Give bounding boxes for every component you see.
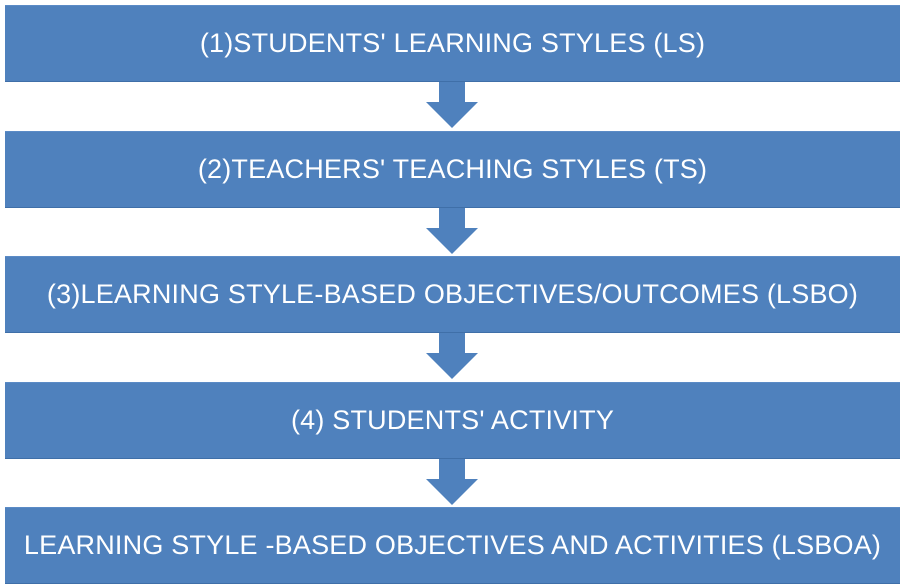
step-1-box: (1)STUDENTS' LEARNING STYLES (LS) (5, 5, 900, 82)
step-2-label: (2)TEACHERS' TEACHING STYLES (TS) (197, 154, 708, 184)
step-2-box: (2)TEACHERS' TEACHING STYLES (TS) (5, 131, 900, 208)
result-label: LEARNING STYLE -BASED OBJECTIVES AND ACT… (23, 530, 882, 560)
down-arrow-icon (426, 333, 478, 379)
down-arrow-icon (426, 208, 478, 254)
down-arrow-icon (426, 459, 478, 505)
down-arrow-icon (426, 82, 478, 128)
step-1-label: (1)STUDENTS' LEARNING STYLES (LS) (199, 28, 706, 58)
step-4-box: (4) STUDENTS' ACTIVITY (5, 382, 900, 459)
result-box: LEARNING STYLE -BASED OBJECTIVES AND ACT… (5, 507, 900, 584)
step-3-box: (3)LEARNING STYLE-BASED OBJECTIVES/OUTCO… (5, 256, 900, 333)
step-4-label: (4) STUDENTS' ACTIVITY (290, 405, 615, 435)
step-3-label: (3)LEARNING STYLE-BASED OBJECTIVES/OUTCO… (46, 279, 859, 309)
